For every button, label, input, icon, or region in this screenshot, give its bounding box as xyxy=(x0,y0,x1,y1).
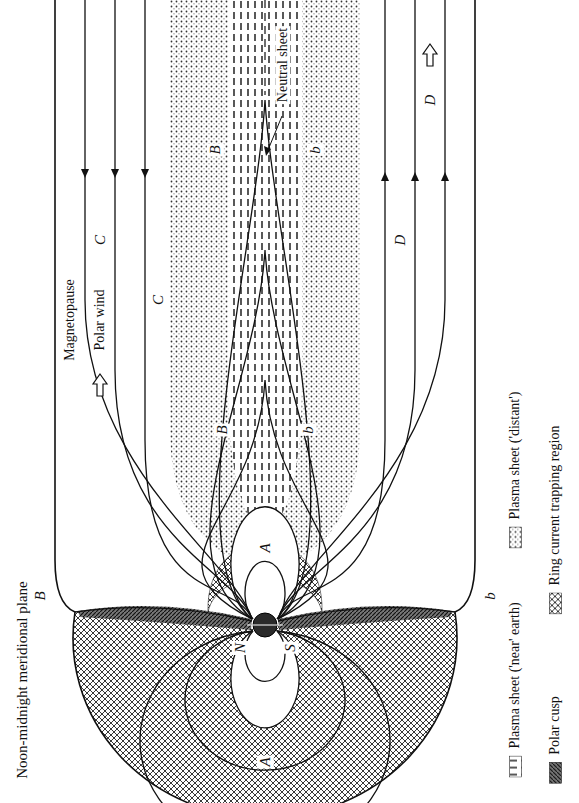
legend-item: Ring current trapping region xyxy=(547,424,563,617)
line-letter: b xyxy=(307,144,324,156)
open-field-line xyxy=(115,0,252,619)
dayside-field-line xyxy=(185,631,345,770)
legend-text: Plasma sheet ('distant') xyxy=(507,392,523,520)
legend-text: Plasma sheet ('near' earth) xyxy=(507,602,523,748)
line-letter: D xyxy=(422,93,439,108)
line-letter: b xyxy=(482,590,499,602)
cusp-field-line xyxy=(75,608,252,621)
boundary-label: Magnetopause xyxy=(62,277,77,363)
polar-cusp xyxy=(78,606,252,630)
field-arrowhead xyxy=(81,169,89,178)
arrow-layer xyxy=(81,44,449,396)
legend-text: Polar cusp xyxy=(547,696,563,755)
field-arrowhead xyxy=(441,172,449,181)
line-letter: D xyxy=(392,233,409,248)
legend-item: Polar cusp xyxy=(547,694,563,786)
legend-swatch xyxy=(549,592,562,614)
neutral-sheet-line xyxy=(264,0,265,95)
field-arrowhead xyxy=(141,169,149,178)
legend-swatch xyxy=(509,756,522,778)
magnetopause-line xyxy=(55,0,475,803)
pole-letter: S xyxy=(282,642,299,654)
inner-lobe xyxy=(231,507,299,619)
flow-label: Polar wind xyxy=(92,287,107,352)
near-plasma-sheet xyxy=(228,0,302,532)
leader-line xyxy=(268,116,282,150)
open-field-line xyxy=(85,0,252,619)
closed-tail-line xyxy=(210,250,320,619)
dipole-line xyxy=(245,631,285,681)
field-arrowhead xyxy=(111,169,119,178)
legend-swatch-fill xyxy=(509,756,521,777)
legend-swatch-fill xyxy=(549,762,561,783)
legend-swatch-fill xyxy=(509,527,521,548)
field-line-layer xyxy=(55,0,475,803)
dipole-line xyxy=(231,507,299,619)
leader-arrowhead xyxy=(264,146,271,156)
legend-swatch xyxy=(549,762,562,784)
figure-title: Noon-midnight meridional plane xyxy=(14,579,31,780)
region-layer xyxy=(73,0,457,803)
cusp-field-line xyxy=(278,608,455,621)
outflow-arrow xyxy=(93,374,107,396)
line-letter: C xyxy=(150,293,167,307)
distant-plasma-sheet xyxy=(170,0,360,565)
dayside-field-line xyxy=(140,631,390,803)
open-field-line xyxy=(278,0,415,619)
dipole-line xyxy=(245,561,285,619)
line-letter: C xyxy=(92,233,109,247)
legend-text: Ring current trapping region xyxy=(547,426,563,586)
sheet-label: Neutral sheet xyxy=(275,26,290,104)
open-field-line xyxy=(278,0,385,619)
pole-letter: N xyxy=(232,641,249,655)
closed-tail-line xyxy=(202,380,328,619)
open-field-line xyxy=(145,0,252,619)
field-arrowhead xyxy=(381,172,389,181)
line-letter: B xyxy=(214,423,231,436)
polar-cusp xyxy=(278,606,452,630)
inner-lobe xyxy=(231,631,299,728)
closed-tail-line xyxy=(219,100,310,619)
earth-axis xyxy=(247,625,283,626)
legend-item: Plasma sheet ('near' earth) xyxy=(507,600,523,779)
line-letter: B xyxy=(32,589,49,602)
outflow-arrow xyxy=(423,44,437,66)
open-field-line xyxy=(278,0,445,619)
dipole-line xyxy=(231,631,299,728)
field-arrowhead xyxy=(411,172,419,181)
legend-item: Plasma sheet ('distant') xyxy=(507,390,523,551)
line-letter: B xyxy=(207,143,224,156)
region-letter: A xyxy=(257,755,274,768)
dayside-region xyxy=(73,608,457,803)
region-letter: A xyxy=(257,541,274,554)
legend-swatch-fill xyxy=(549,593,561,614)
line-letter: b xyxy=(300,424,317,436)
legend-swatch xyxy=(509,526,522,548)
